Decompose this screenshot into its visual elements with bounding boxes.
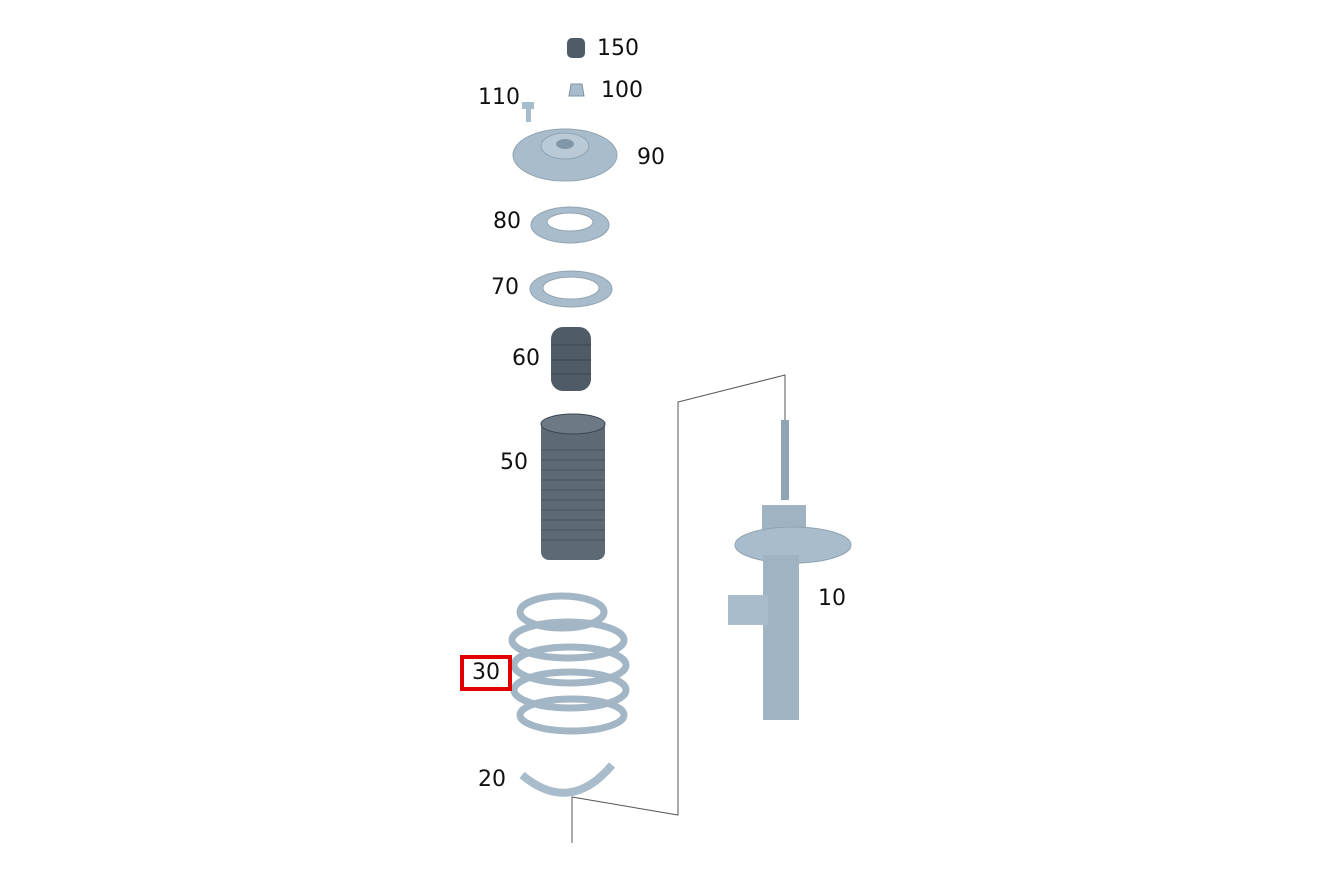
callout-150[interactable]: 150 xyxy=(597,36,639,61)
part-10-strut-icon xyxy=(728,420,852,720)
part-50-dust-boot-icon xyxy=(540,413,606,560)
part-110-bolt-icon xyxy=(522,102,534,122)
callout-30-selected[interactable]: 30 xyxy=(460,655,512,691)
callout-100[interactable]: 100 xyxy=(601,78,643,103)
part-70-seat-icon xyxy=(529,270,613,308)
part-80-bearing-icon xyxy=(530,206,610,244)
callout-70[interactable]: 70 xyxy=(491,275,519,300)
part-150-cap-icon xyxy=(567,38,585,58)
part-20-spring-pad-icon xyxy=(519,762,616,797)
leader-line xyxy=(571,374,786,843)
part-90-top-mount-icon xyxy=(512,128,618,182)
part-100-nut-icon xyxy=(568,83,585,97)
callout-20[interactable]: 20 xyxy=(478,767,506,792)
callout-50[interactable]: 50 xyxy=(500,450,528,475)
callout-10[interactable]: 10 xyxy=(818,586,846,611)
callout-80[interactable]: 80 xyxy=(493,209,521,234)
callout-90[interactable]: 90 xyxy=(637,145,665,170)
callout-110[interactable]: 110 xyxy=(478,85,520,110)
part-60-bump-stop-icon xyxy=(551,327,591,391)
part-30-coil-spring-icon xyxy=(508,592,630,735)
callout-60[interactable]: 60 xyxy=(512,346,540,371)
